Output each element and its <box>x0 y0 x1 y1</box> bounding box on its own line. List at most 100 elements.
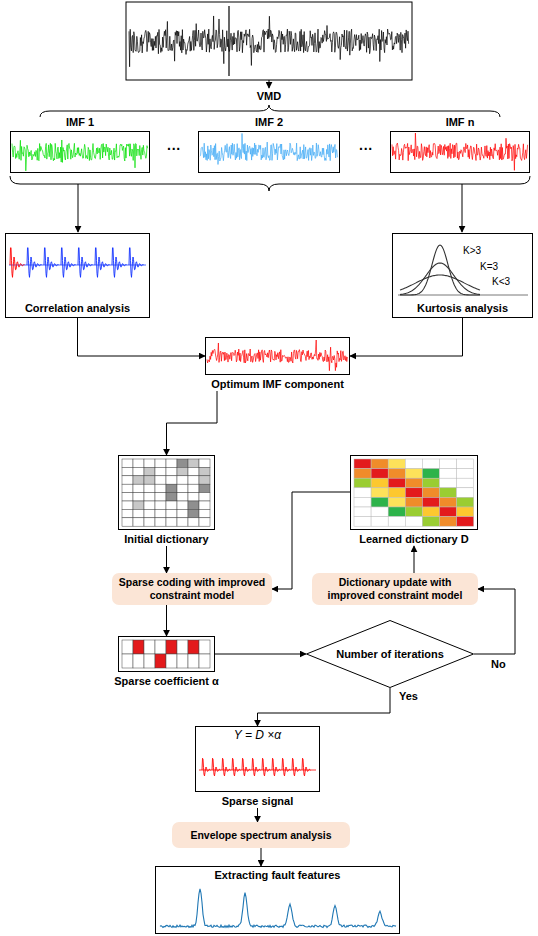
impulse-trace <box>272 758 281 776</box>
edge-label: Yes <box>397 690 420 703</box>
node-caption: IMF n <box>345 116 538 129</box>
dictionary-cell <box>405 497 422 507</box>
dictionary-cell <box>457 459 474 469</box>
waveform-trace <box>129 16 409 67</box>
dictionary-cell <box>354 459 371 469</box>
dictionary-cell <box>199 493 210 501</box>
dictionary-cell <box>133 459 144 467</box>
process-box: Envelope spectrum analysis <box>172 822 350 848</box>
dictionary-cell <box>122 509 133 517</box>
dictionary-cell <box>405 469 422 479</box>
optimum-waveform <box>207 340 347 371</box>
dictionary-cell <box>422 459 439 469</box>
shape-frame: Kurtosis analysis <box>392 233 533 318</box>
dictionary-cell <box>155 501 166 509</box>
caption-holder: Sparse coefficient α <box>118 675 215 688</box>
dictionary-cell <box>155 518 166 526</box>
impulse-trace <box>44 248 59 278</box>
dictionary-cell <box>166 476 177 484</box>
caption-holder: Learned dictionary D <box>350 533 478 546</box>
impulse-trace <box>27 248 42 278</box>
dictionary-cell <box>133 493 144 501</box>
dictionary-cell <box>422 478 439 488</box>
dictionary-cell <box>188 518 199 526</box>
dictionary-cell <box>371 497 388 507</box>
dictionary-cell <box>188 459 199 467</box>
imf-waveform <box>12 140 148 171</box>
flow-connector <box>167 391 218 455</box>
coefficient-cell <box>199 654 210 668</box>
caption-holder: IMF n <box>390 116 530 129</box>
dictionary-cell <box>405 459 422 469</box>
impulse-trace <box>95 248 110 278</box>
edge-label: No <box>489 658 508 671</box>
dictionary-cell <box>199 467 210 475</box>
dictionary-cell <box>422 497 439 507</box>
shape-frame: Correlation analysis <box>5 233 150 318</box>
impulse-trace <box>61 248 76 278</box>
dictionary-cell <box>144 518 155 526</box>
waveform-trace <box>12 140 148 171</box>
figure-box: Kurtosis analysis <box>392 233 533 318</box>
dictionary-cell <box>155 509 166 517</box>
flow-connector <box>474 589 515 654</box>
impulse-trace <box>262 758 271 776</box>
merge-brace <box>10 176 530 191</box>
dictionary-cell <box>166 467 177 475</box>
dictionary-cell <box>144 501 155 509</box>
coefficient-cell <box>133 640 144 654</box>
node-label: Dictionary update with improved constrai… <box>317 576 473 602</box>
dictionary-cell <box>122 459 133 467</box>
dictionary-cell <box>354 488 371 498</box>
dictionary-cell <box>422 517 439 527</box>
impulse-trace <box>112 248 127 278</box>
kurtosis-label: K<3 <box>492 275 510 288</box>
dictionary-cell <box>155 476 166 484</box>
dictionary-cell <box>440 517 457 527</box>
dictionary-cell <box>422 507 439 517</box>
dictionary-cell <box>144 476 155 484</box>
dictionary-cell <box>388 507 405 517</box>
dictionary-cell <box>177 493 188 501</box>
node-caption: Optimum IMF component <box>160 378 395 391</box>
split-brace <box>40 105 500 117</box>
coefficient-cell <box>177 640 188 654</box>
dictionary-cell <box>122 484 133 492</box>
figure-box: Correlation analysis <box>5 233 150 318</box>
shape-frame: Sparse coding with improved constraint m… <box>112 573 272 605</box>
dictionary-cell <box>371 488 388 498</box>
flow-connector <box>414 546 415 573</box>
ellipsis-label: ··· <box>167 143 181 156</box>
caption-holder: Optimum IMF component <box>205 378 350 391</box>
kurtosis-label: K>3 <box>463 244 481 257</box>
figure-box: Sparse coefficient α <box>118 636 215 688</box>
dictionary-cell <box>155 459 166 467</box>
decision-diamond: Number of iterations <box>306 620 474 688</box>
coefficient-cell <box>144 640 155 654</box>
shape-frame: Y = D ×α <box>195 726 320 792</box>
dictionary-cell <box>166 484 177 492</box>
dictionary-cell <box>144 459 155 467</box>
dictionary-cell <box>440 469 457 479</box>
coefficient-cell <box>144 654 155 668</box>
imf-waveform <box>392 133 528 170</box>
impulse-trace <box>129 248 144 278</box>
coefficient-cell <box>133 654 144 668</box>
coefficient-cell <box>155 654 166 668</box>
impulse-waveform <box>9 248 146 278</box>
dictionary-cell <box>354 469 371 479</box>
diamond-polygon <box>307 621 474 688</box>
impulse-trace <box>242 758 251 776</box>
dictionary-cell <box>354 497 371 507</box>
dictionary-cell <box>371 478 388 488</box>
dictionary-cell <box>166 493 177 501</box>
dictionary-cell <box>199 501 210 509</box>
dictionary-cell <box>177 476 188 484</box>
impulse-trace <box>302 758 311 776</box>
dictionary-cell <box>199 518 210 526</box>
dictionary-cell <box>440 488 457 498</box>
dictionary-cell <box>177 501 188 509</box>
node-label: Sparse coding with improved constraint m… <box>117 576 267 602</box>
flow-connector <box>257 808 258 822</box>
